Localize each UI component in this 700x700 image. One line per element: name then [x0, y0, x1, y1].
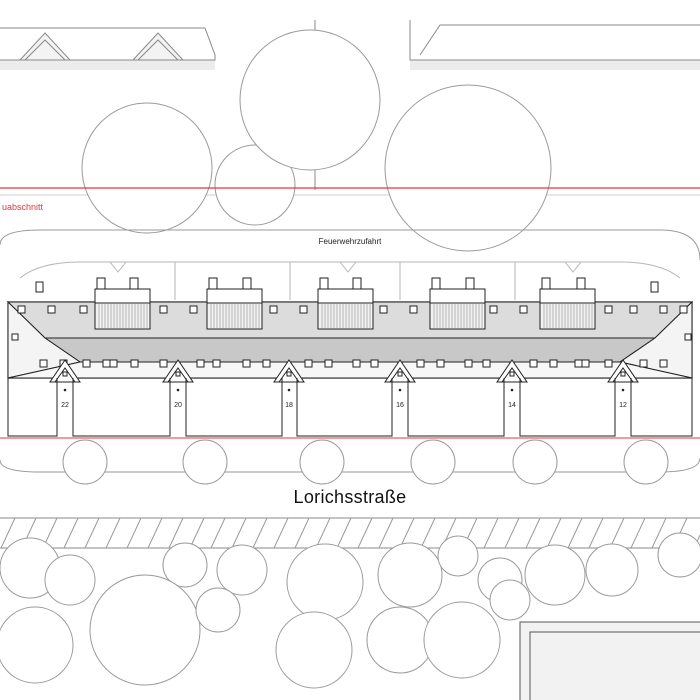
- roof-window: [574, 359, 583, 368]
- front-garden-plot: [296, 378, 393, 437]
- roof-window: [17, 305, 26, 314]
- roof-window: [269, 305, 278, 314]
- roof-window: [82, 359, 91, 368]
- dormer-tops: [94, 288, 596, 304]
- roof-window: [529, 359, 538, 368]
- house-number: 14: [508, 402, 516, 409]
- house-number: 20: [174, 402, 182, 409]
- roof-window: [159, 359, 168, 368]
- house-number: 16: [396, 402, 404, 409]
- roof-window: [47, 305, 56, 314]
- front-garden-plot: [185, 378, 283, 437]
- parking-strip: [0, 517, 700, 549]
- roof-window: [212, 359, 221, 368]
- fire-lane-label: Feuerwehrzufahrt: [319, 237, 382, 246]
- roof-window: [604, 359, 613, 368]
- house-number: 12: [619, 402, 627, 409]
- roof-window: [489, 305, 498, 314]
- chimneys: [35, 277, 659, 293]
- entrance-porch: [496, 359, 528, 392]
- entrance-porches: [49, 359, 639, 392]
- roof-window: [304, 359, 313, 368]
- roof-window: [684, 333, 692, 341]
- roof-window: [639, 359, 648, 368]
- roof-window: [519, 305, 528, 314]
- roof-window: [409, 305, 418, 314]
- entrance-porch: [384, 359, 416, 392]
- roof-ridge-area: [43, 337, 657, 363]
- dormer-hatching: [98, 304, 593, 328]
- roof-window: [482, 359, 491, 368]
- roof-window: [262, 359, 271, 368]
- roof-window: [79, 305, 88, 314]
- roof-window: [159, 305, 168, 314]
- garden-dividers-north: [109, 261, 582, 300]
- roof-window: [629, 305, 638, 314]
- roof-window: [370, 359, 379, 368]
- roof-window: [604, 305, 613, 314]
- entrance-porch: [607, 359, 639, 392]
- front-garden-plot: [72, 378, 171, 437]
- trees-north: [81, 29, 552, 252]
- entrance-porch: [49, 359, 81, 392]
- boundary-label: uabschnitt: [2, 202, 44, 212]
- entrance-porch: [162, 359, 194, 392]
- roof-window: [659, 305, 668, 314]
- roof-window: [436, 359, 445, 368]
- front-garden-plot: [519, 378, 616, 437]
- fire-lane-inner-outline: [19, 261, 681, 279]
- roof-window: [464, 359, 473, 368]
- front-garden-plot: [407, 378, 505, 437]
- trees-south: [0, 532, 700, 689]
- street-trees: [62, 439, 669, 485]
- street-name-label: Lorichsstraße: [294, 487, 407, 507]
- roof-window: [379, 305, 388, 314]
- roof-window: [679, 305, 688, 314]
- roof-window: [549, 359, 558, 368]
- roof-window: [242, 359, 251, 368]
- roof-window: [352, 359, 361, 368]
- roof-window: [416, 359, 425, 368]
- roof-window: [102, 359, 111, 368]
- house-number: 22: [61, 402, 69, 409]
- entrance-porch: [273, 359, 305, 392]
- front-garden-plot: [7, 378, 58, 437]
- roof-window: [39, 359, 48, 368]
- house-numbers: 22 20 18 16 14 12: [61, 402, 627, 409]
- neighbor-building-bottom: [519, 621, 700, 700]
- front-garden-plot: [630, 378, 693, 437]
- roof-window: [109, 359, 118, 368]
- roof-window: [659, 359, 668, 368]
- roof-window: [299, 305, 308, 314]
- front-gardens: [7, 378, 693, 437]
- neighbor-buildings-top: [0, 20, 700, 70]
- fire-access-road: [0, 229, 700, 473]
- roof-window: [581, 359, 590, 368]
- roof-window: [196, 359, 205, 368]
- roof-window: [130, 359, 139, 368]
- roof-window: [189, 305, 198, 314]
- roof-window: [11, 333, 19, 341]
- house-number: 18: [285, 402, 293, 409]
- roof-window: [324, 359, 333, 368]
